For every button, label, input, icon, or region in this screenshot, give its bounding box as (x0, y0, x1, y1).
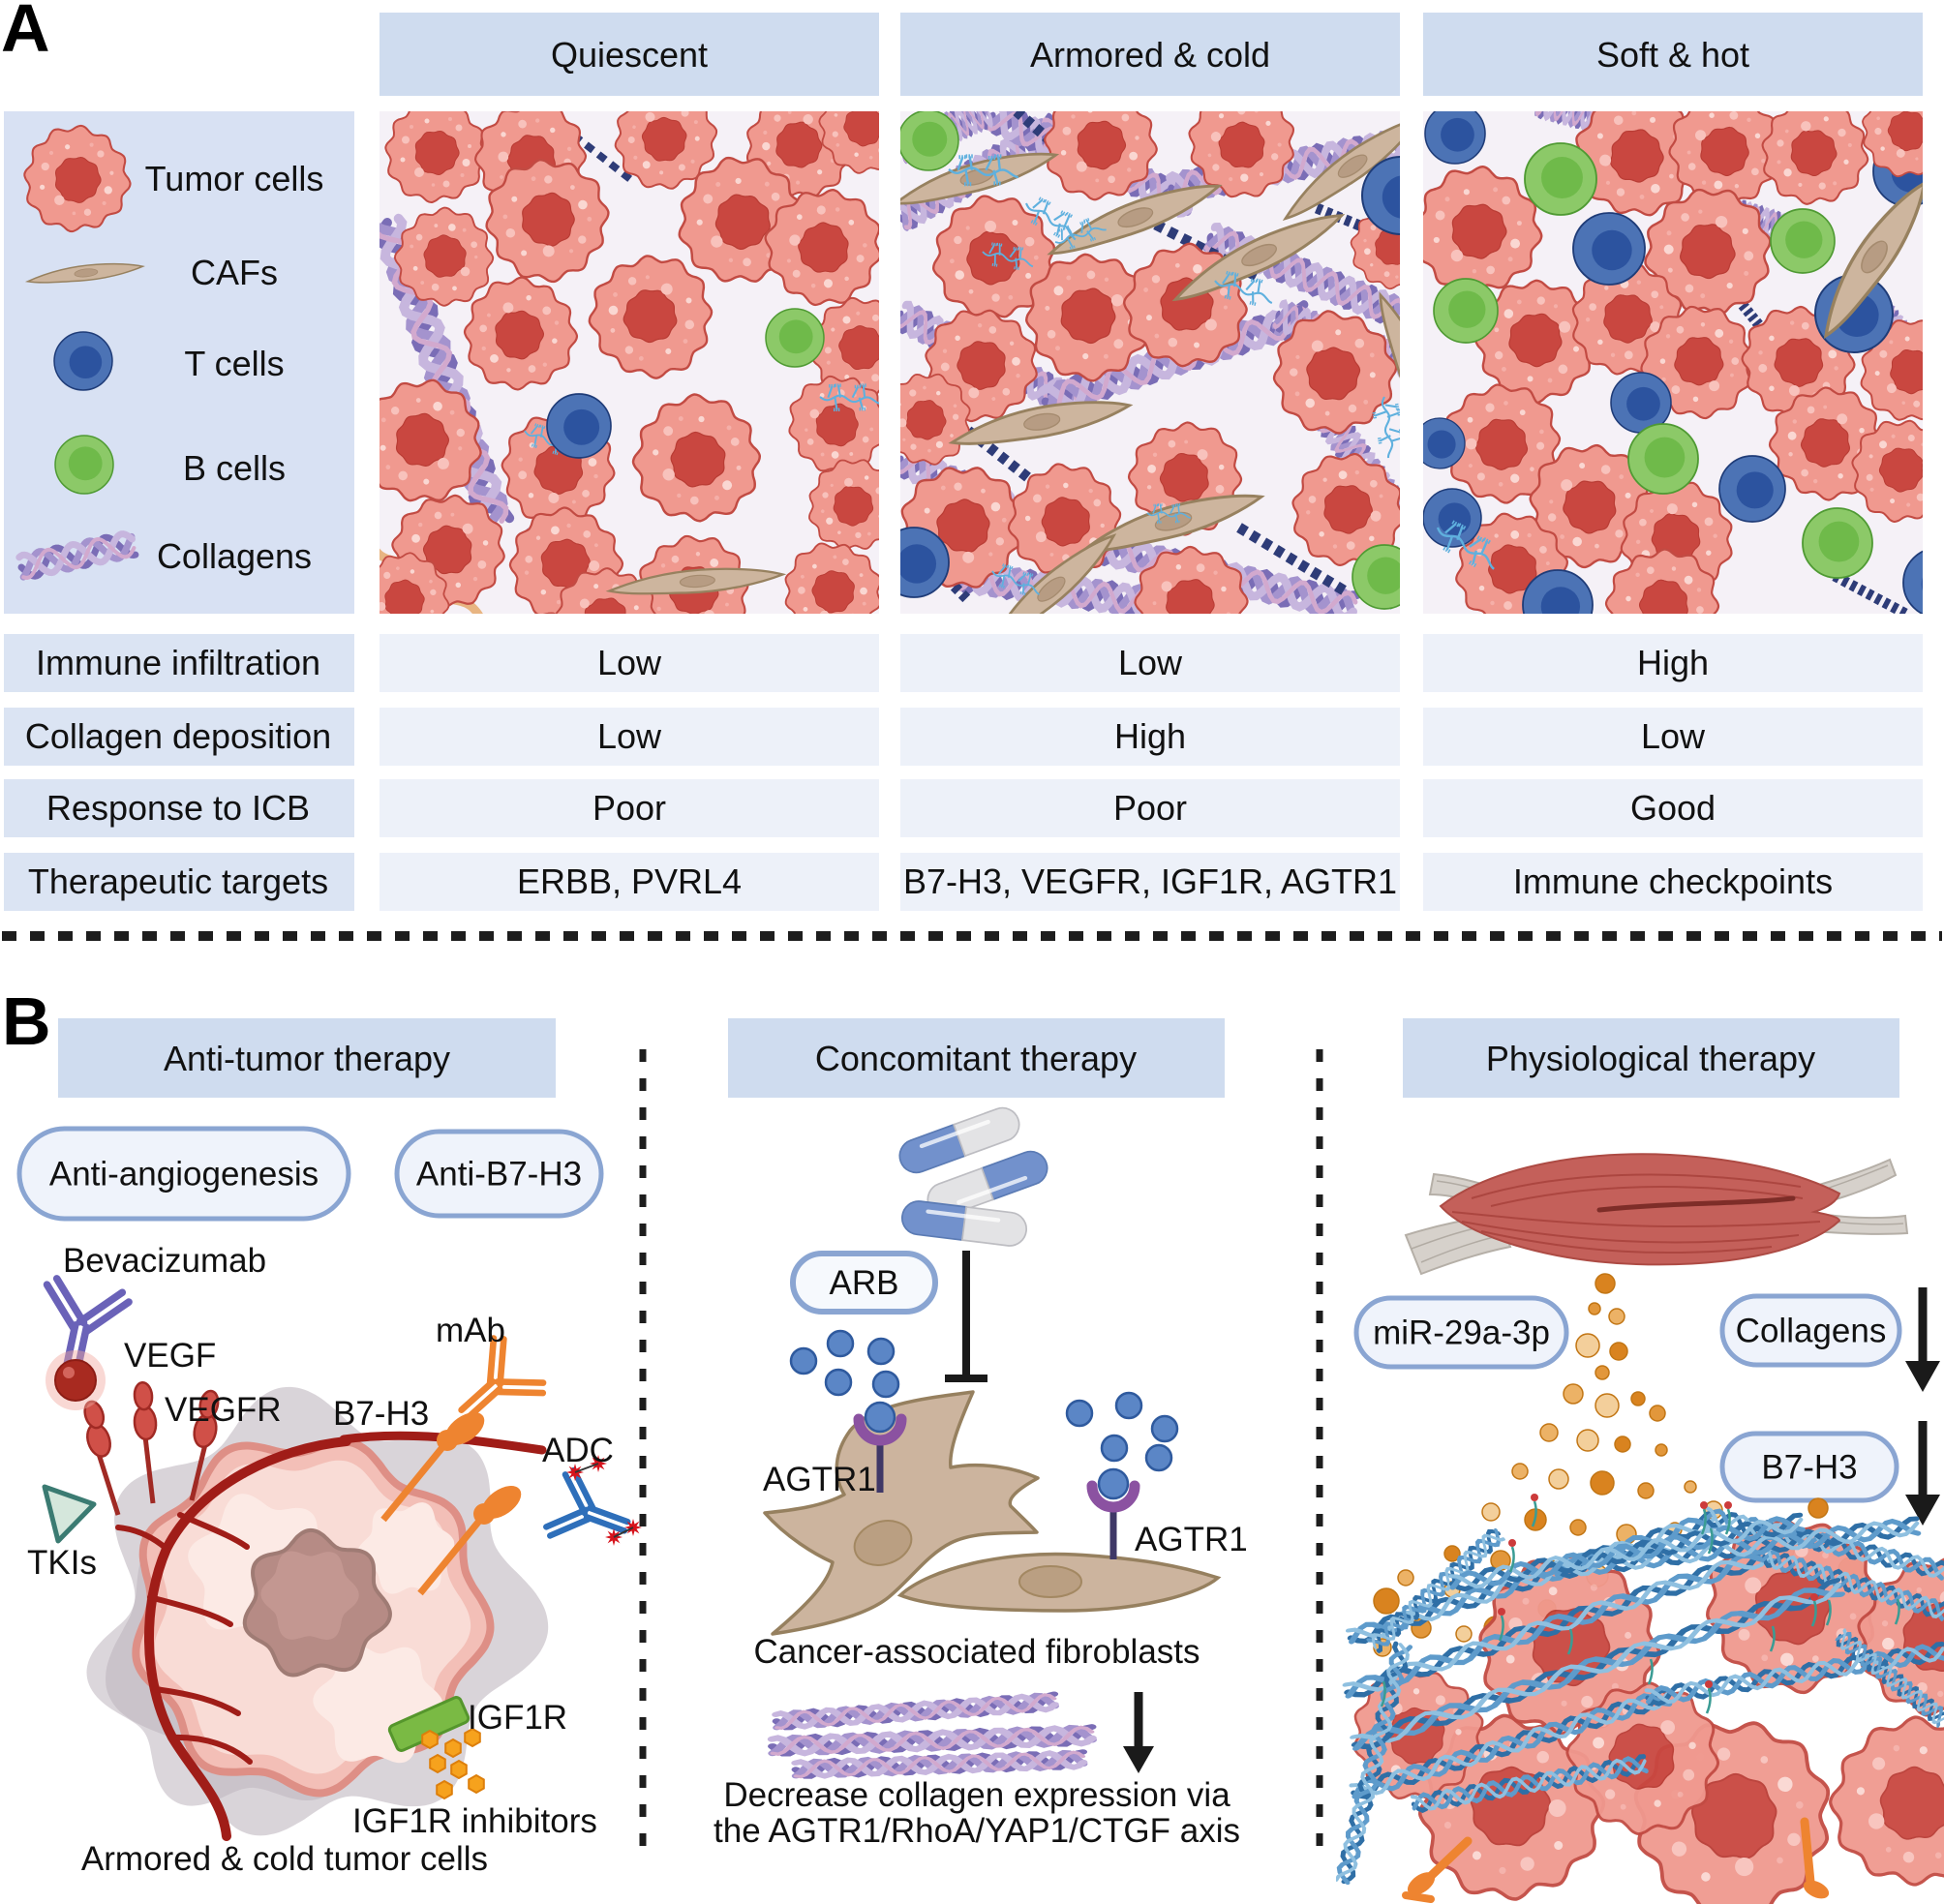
svg-text:ARB: ARB (830, 1264, 899, 1302)
svg-text:A: A (1, 0, 50, 66)
svg-text:CAFs: CAFs (191, 253, 278, 292)
svg-text:B7-H3: B7-H3 (333, 1395, 429, 1433)
svg-text:Low: Low (597, 716, 662, 756)
svg-text:Low: Low (1641, 716, 1706, 756)
svg-text:ADC: ADC (542, 1432, 614, 1469)
svg-text:Collagens: Collagens (1736, 1313, 1887, 1350)
svg-text:Collagens: Collagens (157, 536, 312, 576)
svg-text:IGF1R inhibitors: IGF1R inhibitors (352, 1802, 597, 1840)
svg-text:High: High (1637, 643, 1709, 682)
svg-text:ERBB, PVRL4: ERBB, PVRL4 (517, 861, 742, 901)
svg-text:VEGFR: VEGFR (165, 1391, 282, 1429)
svg-text:miR-29a-3p: miR-29a-3p (1373, 1315, 1550, 1352)
svg-text:Poor: Poor (592, 788, 666, 828)
svg-text:High: High (1114, 716, 1186, 756)
svg-text:B7-H3: B7-H3 (1761, 1449, 1857, 1487)
svg-text:Soft & hot: Soft & hot (1596, 35, 1749, 75)
svg-text:Tumor cells: Tumor cells (145, 159, 324, 198)
svg-text:AGTR1: AGTR1 (1135, 1521, 1248, 1558)
svg-text:B: B (2, 983, 51, 1059)
svg-text:Anti-tumor therapy: Anti-tumor therapy (164, 1039, 450, 1078)
svg-text:TKIs: TKIs (27, 1544, 97, 1582)
svg-text:Physiological therapy: Physiological therapy (1486, 1039, 1815, 1078)
svg-text:Bevacizumab: Bevacizumab (63, 1242, 266, 1280)
svg-text:Good: Good (1630, 788, 1716, 828)
svg-text:Quiescent: Quiescent (551, 35, 708, 75)
svg-text:Concomitant therapy: Concomitant therapy (815, 1039, 1137, 1078)
svg-text:B cells: B cells (183, 448, 286, 488)
svg-text:IGF1R: IGF1R (468, 1699, 567, 1737)
svg-text:B7-H3, VEGFR, IGF1R, AGTR1: B7-H3, VEGFR, IGF1R, AGTR1 (903, 861, 1397, 901)
svg-text:Immune infiltration: Immune infiltration (36, 643, 320, 682)
svg-text:the AGTR1/RhoA/YAP1/CTGF axis: the AGTR1/RhoA/YAP1/CTGF axis (714, 1812, 1240, 1850)
svg-text:Response to ICB: Response to ICB (46, 788, 310, 828)
svg-text:Low: Low (597, 643, 662, 682)
svg-text:Therapeutic targets: Therapeutic targets (28, 861, 328, 901)
svg-text:Armored & cold: Armored & cold (1030, 35, 1270, 75)
svg-text:AGTR1: AGTR1 (763, 1461, 876, 1498)
svg-text:Anti-B7-H3: Anti-B7-H3 (416, 1156, 582, 1194)
svg-text:Poor: Poor (1113, 788, 1187, 828)
svg-text:Immune checkpoints: Immune checkpoints (1513, 861, 1833, 901)
svg-text:Decrease collagen expression v: Decrease collagen expression via (723, 1776, 1230, 1814)
svg-text:Low: Low (1118, 643, 1183, 682)
svg-text:Cancer-associated fibroblasts: Cancer-associated fibroblasts (753, 1633, 1200, 1671)
svg-text:mAb: mAb (436, 1312, 505, 1349)
svg-text:Collagen deposition: Collagen deposition (25, 716, 331, 756)
svg-text:VEGF: VEGF (124, 1337, 216, 1375)
svg-text:T cells: T cells (184, 344, 284, 383)
svg-text:Armored & cold tumor cells: Armored & cold tumor cells (81, 1840, 488, 1878)
svg-text:Anti-angiogenesis: Anti-angiogenesis (49, 1156, 319, 1194)
